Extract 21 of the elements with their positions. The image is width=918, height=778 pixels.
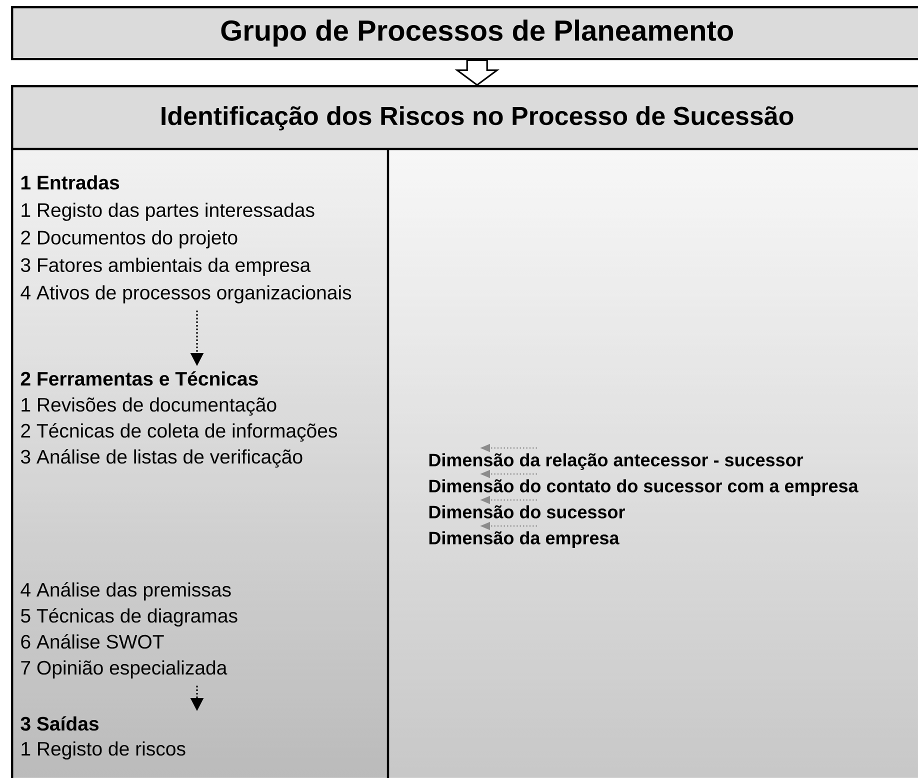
list-item: 2 Técnicas de coleta de informações [21, 423, 338, 442]
list-item: 4 Análise das premissas [20, 582, 231, 601]
dimension-label: Dimensão da relação antecessor - sucessor [429, 453, 804, 470]
list-item: 3 Análise de listas de verificação [20, 449, 302, 468]
list-item: 1 Registo de riscos [22, 741, 186, 760]
dimension-label: Dimensão da empresa [429, 531, 620, 548]
section-heading: 1 Entradas [21, 175, 120, 190]
list-item: 1 Registo das partes interessadas [22, 202, 314, 221]
block-arrow [454, 59, 500, 86]
section-heading: 2 Ferramentas e Técnicas [20, 371, 258, 386]
list-item: 3 Fatores ambientais da empresa [20, 258, 311, 276]
title-band: Grupo de Processos de Planeamento [11, 6, 918, 60]
list-item: 2 Documentos do projeto [21, 230, 238, 248]
dimension-label: Dimensão do sucessor [429, 505, 625, 518]
section-heading: 3 Saídas [20, 716, 99, 731]
list-item: 5 Técnicas de diagramas [21, 608, 238, 627]
list-item: 7 Opinião especializada [21, 660, 228, 679]
list-item: 4 Ativos de processos organizacionais [20, 285, 352, 304]
dimension-label: Dimensão do contato do sucessor com a empresa [429, 479, 858, 496]
list-item: 1 Revisões de documentação [22, 397, 276, 416]
list-item: 6 Análise SWOT [21, 634, 164, 649]
